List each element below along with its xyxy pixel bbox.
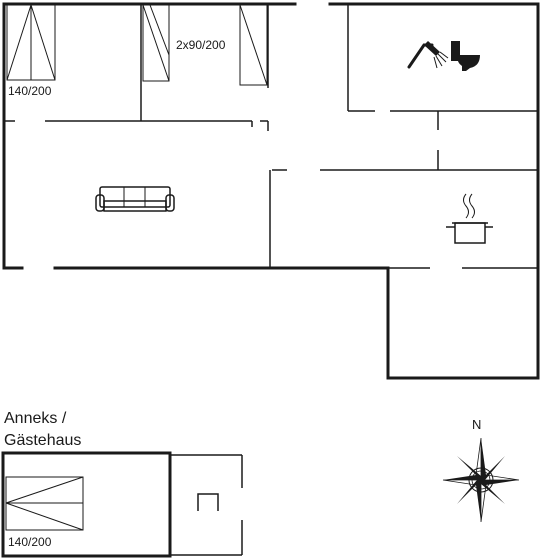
bed-single-top-mid-b <box>239 4 268 86</box>
main-house-interior-walls <box>4 4 538 269</box>
shower-icon <box>407 41 449 69</box>
main-house-walls <box>2 2 540 380</box>
annex-title-line2: Gästehaus <box>4 432 81 449</box>
bed-double-top-left <box>6 4 56 81</box>
bed-single-top-mid-a <box>142 4 170 82</box>
annex-title-line1: Anneks / <box>4 410 67 427</box>
bed-top-mid-label: 2x90/200 <box>176 38 226 52</box>
bed-annex <box>5 476 84 531</box>
bed-top-left-label: 140/200 <box>8 84 52 98</box>
annex-sink-icon <box>197 493 219 511</box>
compass-north-label: N <box>472 417 481 432</box>
toilet-icon <box>451 41 480 71</box>
cooking-pot-icon <box>446 193 493 244</box>
annex-bed-label: 140/200 <box>8 535 52 549</box>
annex-walls <box>1 451 243 558</box>
sofa-icon <box>95 186 175 212</box>
compass-rose-icon <box>442 437 520 523</box>
